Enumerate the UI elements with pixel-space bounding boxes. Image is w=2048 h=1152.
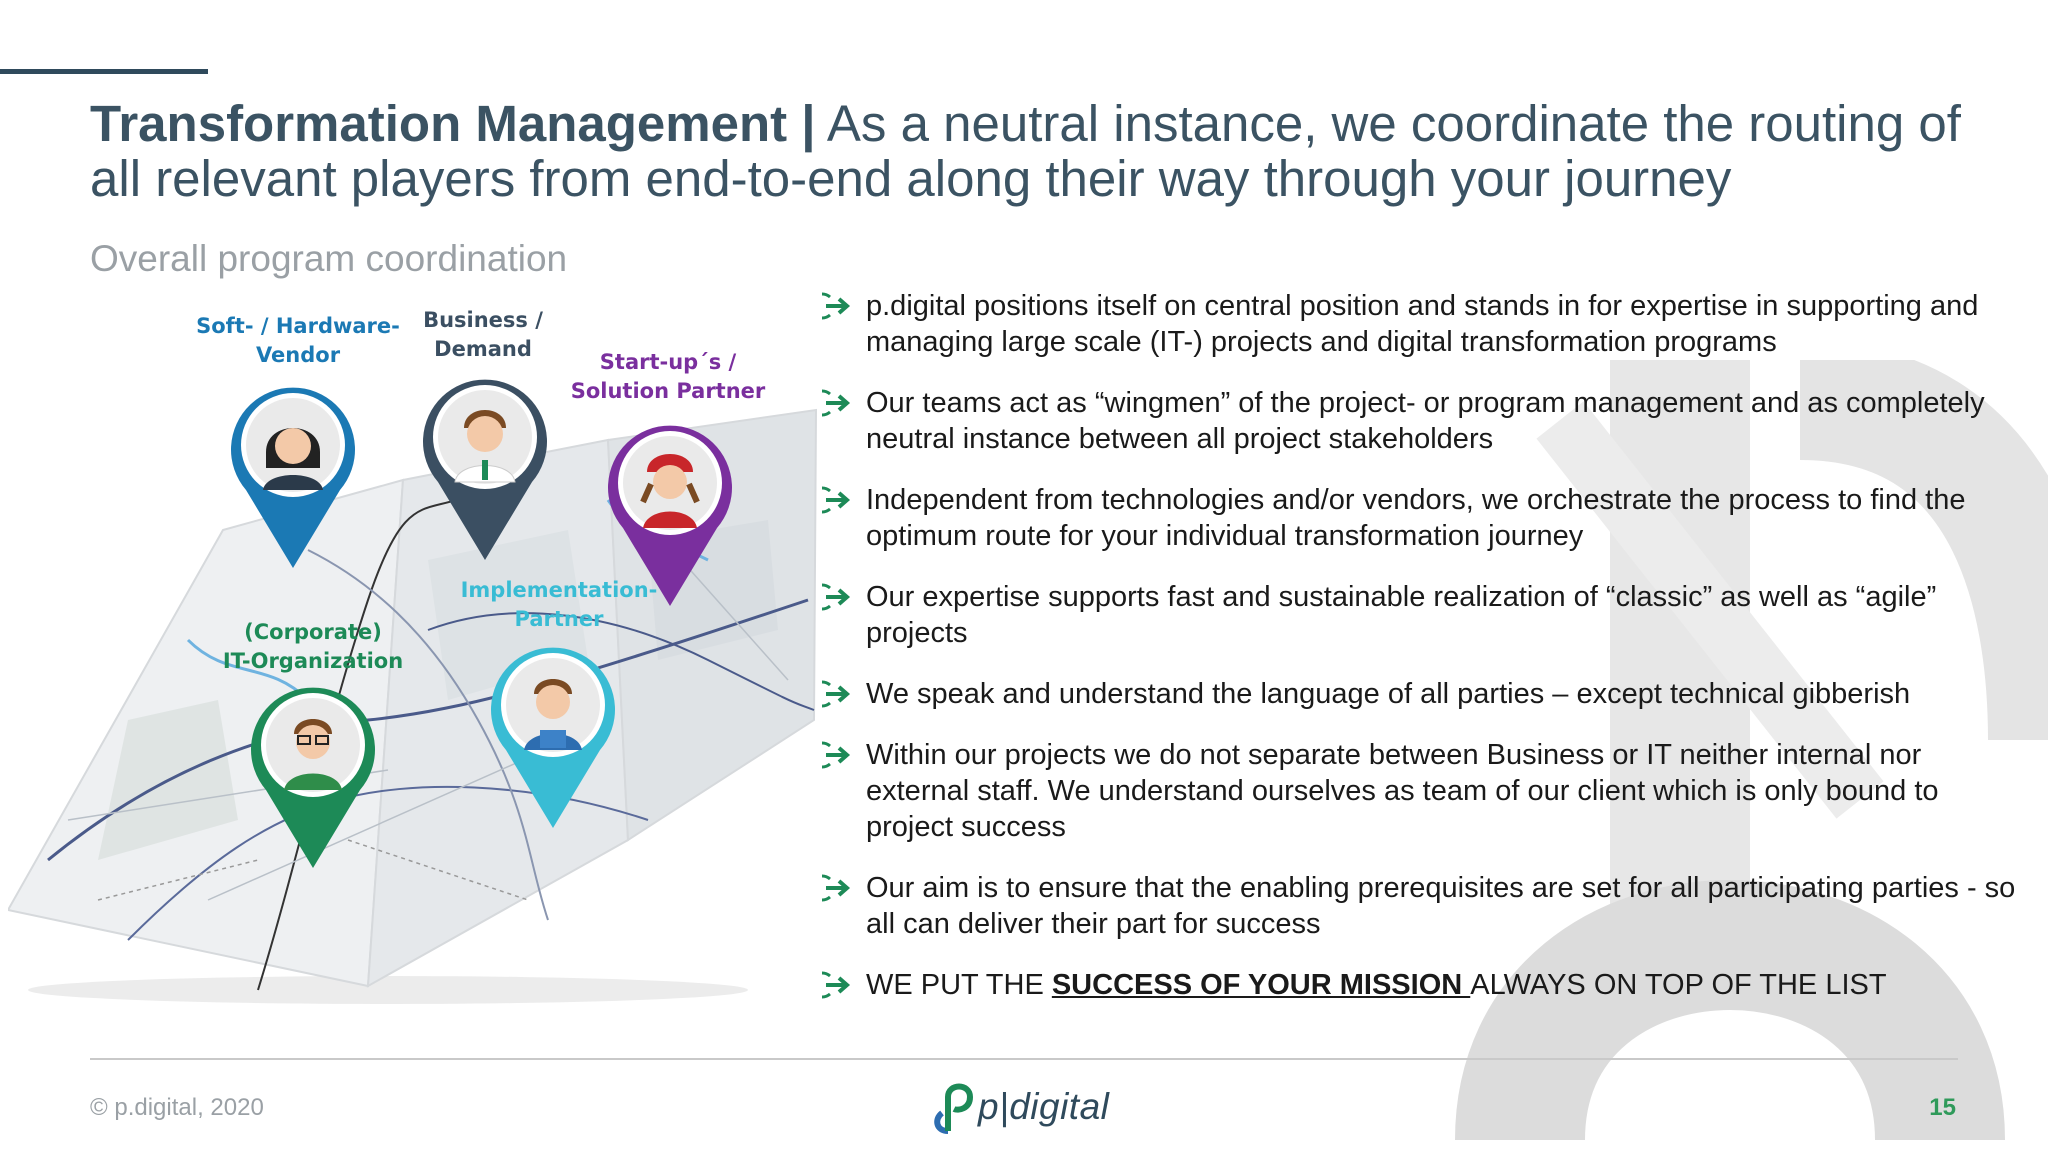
- bullet-item: We speak and understand the language of …: [822, 676, 2022, 712]
- it-organization-label-line1: (Corporate): [244, 620, 382, 644]
- slide-subtitle: Overall program coordination: [90, 238, 568, 279]
- bullet-item: p.digital positions itself on central po…: [822, 288, 2022, 360]
- bullet-text: p.digital positions itself on central po…: [866, 290, 1979, 358]
- bullet-item: Within our projects we do not separate b…: [822, 737, 2022, 845]
- it-organization-label-line2: IT-Organization: [222, 649, 404, 673]
- circled-arrow-icon: [822, 740, 852, 770]
- circled-arrow-icon: [822, 388, 852, 418]
- circled-arrow-icon: [822, 679, 852, 709]
- bullet-item: Our aim is to ensure that the enabling p…: [822, 870, 2022, 942]
- bullet-text: Our teams act as “wingmen” of the projec…: [866, 387, 1985, 455]
- startup-label-line2: Solution Partner: [570, 379, 766, 403]
- page-number: 15: [1929, 1094, 1956, 1121]
- startup-label-line1: Start-up´s /: [599, 350, 737, 374]
- business-label-line2: Demand: [434, 337, 532, 361]
- slide-title: Transformation Management | As a neutral…: [90, 96, 1990, 206]
- business-pin-icon: [423, 379, 547, 560]
- vendor-pin-icon: [231, 387, 355, 568]
- business-label-line1: Business /: [423, 308, 543, 332]
- startup-pin-label: Start-up´s / Solution Partner: [548, 348, 788, 406]
- bullet-item: Our expertise supports fast and sustaina…: [822, 579, 2022, 651]
- background-watermark-logo: [1455, 360, 2048, 1143]
- bullet-text-post: ALWAYS ON TOP OF THE LIST: [1470, 969, 1887, 1001]
- circled-arrow-icon: [822, 291, 852, 321]
- vendor-label-line1: Soft- / Hardware-: [196, 314, 400, 338]
- bullet-text: We speak and understand the language of …: [866, 678, 1911, 710]
- startup-pin-icon: [608, 425, 732, 606]
- title-bold: Transformation Management |: [90, 95, 816, 152]
- header-accent-line: [0, 69, 208, 74]
- implementation-pin-icon: [491, 647, 615, 828]
- implementation-label-line2: Partner: [514, 607, 604, 631]
- map-illustration: Soft- / Hardware- Vendor Business / Dema…: [6, 300, 823, 1010]
- bullet-item: WE PUT THE SUCCESS OF YOUR MISSION ALWAY…: [822, 967, 2022, 1003]
- p-digital-logo-icon: [934, 1083, 974, 1134]
- circled-arrow-icon: [822, 485, 852, 515]
- bullet-list: p.digital positions itself on central po…: [822, 288, 2022, 1003]
- circled-arrow-icon: [822, 582, 852, 612]
- bullet-text-pre: WE PUT THE: [866, 969, 1052, 1001]
- business-pin-label: Business / Demand: [378, 306, 588, 364]
- vendor-pin-label: Soft- / Hardware- Vendor: [178, 312, 418, 370]
- bullet-text: Independent from technologies and/or ven…: [866, 484, 1966, 552]
- implementation-pin-label: Implementation- Partner: [444, 576, 674, 634]
- it-organization-pin-icon: [251, 687, 375, 868]
- copyright-text: © p.digital, 2020: [90, 1094, 264, 1121]
- bullet-text: Within our projects we do not separate b…: [866, 739, 1939, 843]
- implementation-label-line1: Implementation-: [460, 578, 658, 602]
- company-logo: p|digital: [932, 1078, 1109, 1136]
- footer-divider: [90, 1058, 1958, 1060]
- bullet-item: Independent from technologies and/or ven…: [822, 482, 2022, 554]
- circled-arrow-icon: [822, 970, 852, 1000]
- circled-arrow-icon: [822, 873, 852, 903]
- logo-wordmark: p|digital: [978, 1086, 1110, 1127]
- bullet-text: Our expertise supports fast and sustaina…: [866, 581, 1937, 649]
- vendor-label-line2: Vendor: [255, 343, 341, 367]
- folded-map-graphic: [6, 408, 818, 1004]
- title-rest: As a neutral instance, we coordinate the…: [90, 95, 1961, 207]
- bullet-text-emphasis: SUCCESS OF YOUR MISSION: [1051, 969, 1471, 1001]
- bullet-text: Our aim is to ensure that the enabling p…: [866, 872, 2016, 940]
- bullet-item: Our teams act as “wingmen” of the projec…: [822, 385, 2022, 457]
- it-organization-pin-label: (Corporate) IT-Organization: [188, 618, 438, 676]
